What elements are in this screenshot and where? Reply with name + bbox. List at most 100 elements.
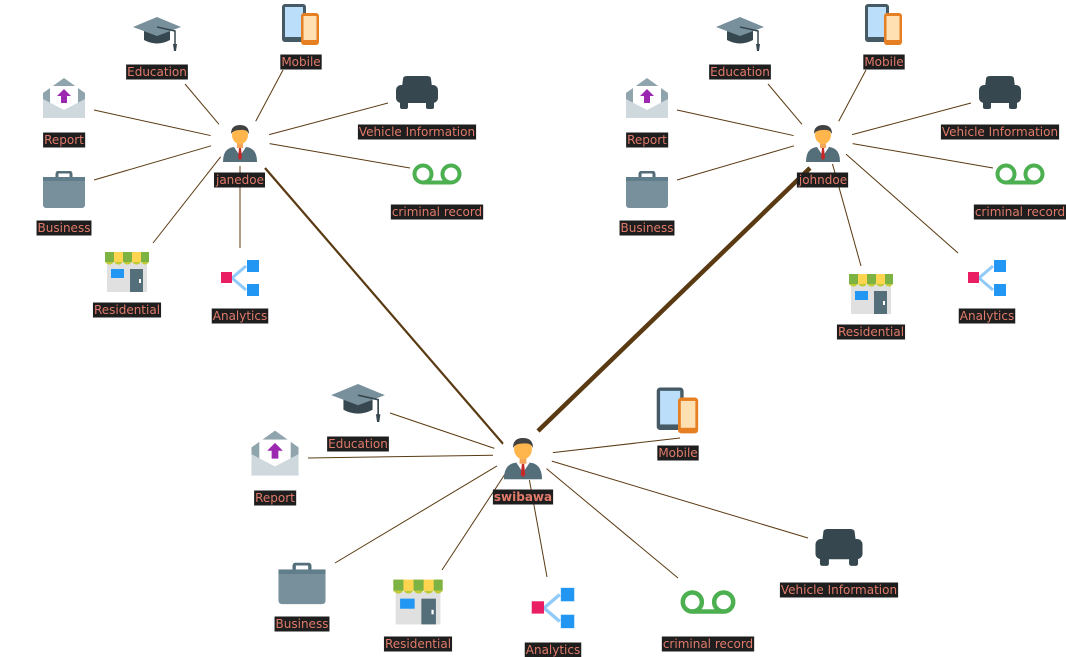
report-icon[interactable]	[626, 78, 668, 118]
edge-johndoe-education	[767, 83, 803, 125]
node-label-johndoe-criminal-bg	[973, 204, 1066, 220]
node-johndoe-business[interactable]: Business	[619, 171, 675, 236]
criminal-icon[interactable]	[995, 163, 1045, 186]
node-johndoe-report[interactable]: Report	[626, 78, 669, 148]
education-icon[interactable]	[132, 16, 182, 52]
node-label-swibawa-vehicle-group: Vehicle Information	[779, 582, 899, 598]
edge-janedoe-residential	[152, 156, 222, 244]
node-johndoe-education[interactable]: Education	[709, 16, 771, 80]
report-icon[interactable]	[251, 430, 299, 476]
education-icon[interactable]	[715, 16, 765, 52]
hub-label-swibawa-group: swibawa	[492, 489, 554, 505]
edge-johndoe-mobile	[838, 69, 867, 122]
node-janedoe-business[interactable]: Business	[36, 171, 92, 236]
node-janedoe-criminal[interactable]: criminal record	[390, 163, 484, 220]
vehicle-icon[interactable]	[396, 76, 438, 109]
edge-swibawa-vehicle	[551, 460, 809, 539]
node-label-janedoe-mobile: Mobile	[281, 55, 320, 69]
vehicle-icon[interactable]	[979, 76, 1021, 109]
edge-janedoe-report	[93, 109, 211, 137]
node-label-janedoe-vehicle-group: Vehicle Information	[357, 124, 477, 140]
education-icon[interactable]	[330, 383, 386, 423]
edge-swibawa-residential	[441, 472, 507, 571]
residential-icon[interactable]	[105, 252, 149, 292]
node-label-johndoe-criminal: criminal record	[975, 205, 1065, 219]
business-icon[interactable]	[277, 562, 327, 606]
criminal-icon[interactable]	[412, 163, 462, 186]
mobile-icon[interactable]	[865, 4, 902, 45]
node-label-janedoe-criminal-bg	[390, 204, 484, 220]
analytics-icon[interactable]	[967, 259, 1007, 297]
node-janedoe-education[interactable]: Education	[126, 16, 188, 80]
node-label-swibawa-analytics: Analytics	[526, 643, 581, 657]
node-label-janedoe-business-bg	[36, 220, 92, 236]
mobile-icon[interactable]	[656, 387, 699, 434]
link-swibawa-janedoe	[264, 167, 512, 454]
node-swibawa-criminal[interactable]: criminal record	[661, 592, 755, 652]
node-label-johndoe-report: Report	[627, 133, 667, 147]
node-label-swibawa-report-bg	[254, 490, 297, 506]
node-johndoe-analytics[interactable]: Analytics	[958, 259, 1016, 324]
node-label-johndoe-business: Business	[621, 221, 674, 235]
node-label-swibawa-criminal-group: criminal record	[661, 636, 755, 652]
node-label-swibawa-criminal-bg	[661, 636, 755, 652]
node-label-johndoe-mobile-group: Mobile	[863, 54, 905, 70]
node-label-janedoe-vehicle-bg	[357, 124, 477, 140]
business-icon[interactable]	[42, 171, 86, 209]
node-label-swibawa-report: Report	[255, 491, 295, 505]
criminal-icon[interactable]	[683, 592, 733, 613]
node-label-swibawa-business: Business	[276, 617, 329, 631]
edge-johndoe-analytics	[845, 153, 959, 254]
edge-janedoe-criminal	[269, 143, 411, 169]
report-icon[interactable]	[43, 78, 85, 118]
node-janedoe-analytics[interactable]: Analytics	[211, 259, 269, 324]
edge-janedoe-vehicle	[268, 102, 389, 136]
node-label-johndoe-business-bg	[619, 220, 675, 236]
analytics-icon[interactable]	[530, 586, 576, 630]
node-johndoe-residential[interactable]: Residential	[836, 274, 906, 340]
hub-janedoe[interactable]: janedoe	[213, 118, 266, 188]
node-label-swibawa-business-group: Business	[274, 616, 330, 632]
node-label-janedoe-education: Education	[127, 65, 187, 79]
node-johndoe-mobile[interactable]: Mobile	[863, 4, 905, 70]
node-label-swibawa-mobile-bg	[657, 445, 699, 461]
node-swibawa-report[interactable]: Report	[251, 430, 299, 506]
vehicle-icon[interactable]	[815, 528, 863, 566]
node-janedoe-vehicle[interactable]: Vehicle Information	[357, 76, 477, 140]
node-johndoe-vehicle[interactable]: Vehicle Information	[940, 76, 1060, 140]
node-label-johndoe-business-group: Business	[619, 220, 675, 236]
node-label-janedoe-analytics-group: Analytics	[211, 308, 269, 324]
node-label-swibawa-vehicle: Vehicle Information	[781, 583, 897, 597]
node-janedoe-mobile[interactable]: Mobile	[280, 4, 322, 70]
node-swibawa-business[interactable]: Business	[274, 562, 330, 632]
node-label-johndoe-analytics-bg	[958, 308, 1016, 324]
node-label-janedoe-business: Business	[38, 221, 91, 235]
mobile-icon[interactable]	[282, 4, 319, 45]
hub-label-johndoe-group: johndoe	[796, 172, 849, 188]
hub-swibawa[interactable]: swibawa	[492, 433, 554, 505]
node-label-janedoe-vehicle: Vehicle Information	[359, 125, 475, 139]
edge-swibawa-criminal	[546, 468, 679, 579]
analytics-icon[interactable]	[220, 259, 260, 297]
node-janedoe-residential[interactable]: Residential	[92, 252, 162, 318]
node-swibawa-residential[interactable]: Residential	[383, 579, 453, 652]
hub-label-johndoe-bg	[796, 172, 849, 188]
node-swibawa-vehicle[interactable]: Vehicle Information	[779, 528, 899, 598]
residential-icon[interactable]	[849, 274, 893, 314]
hub-label-swibawa-bg	[492, 489, 554, 505]
edge-janedoe-business	[93, 145, 212, 181]
business-icon[interactable]	[625, 171, 669, 209]
node-swibawa-analytics[interactable]: Analytics	[524, 586, 582, 657]
node-label-johndoe-vehicle-bg	[940, 124, 1060, 140]
node-swibawa-education[interactable]: Education	[327, 383, 389, 452]
node-label-johndoe-mobile-bg	[863, 54, 905, 70]
node-label-johndoe-vehicle: Vehicle Information	[942, 125, 1058, 139]
residential-icon[interactable]	[393, 579, 443, 625]
node-janedoe-report[interactable]: Report	[43, 78, 86, 148]
hub-johndoe[interactable]: johndoe	[796, 118, 849, 188]
node-johndoe-criminal[interactable]: criminal record	[973, 163, 1066, 220]
node-label-janedoe-mobile-group: Mobile	[280, 54, 322, 70]
node-label-johndoe-education-group: Education	[709, 64, 771, 80]
node-swibawa-mobile[interactable]: Mobile	[656, 387, 699, 461]
node-label-johndoe-residential-bg	[836, 324, 906, 340]
